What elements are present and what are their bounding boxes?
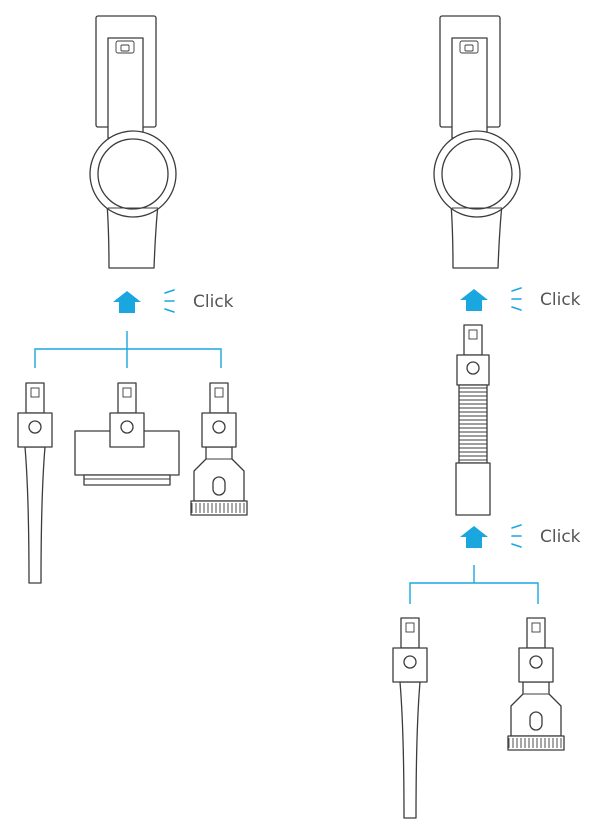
connector-bracket-left — [34, 331, 222, 368]
click-indicator-icon — [164, 289, 175, 313]
click-label-right-top: Click — [540, 290, 581, 310]
vacuum-body-left — [89, 15, 177, 269]
click-indicator-icon — [511, 524, 522, 548]
crevice-tool-left — [18, 383, 52, 583]
click-label-left: Click — [193, 292, 234, 312]
click-label-right-bottom: Click — [540, 527, 581, 547]
brush-tool-right — [508, 618, 564, 750]
up-arrow-icon — [113, 291, 141, 313]
extension-hose — [455, 324, 491, 516]
connector-bracket-right — [409, 565, 539, 604]
click-indicator-icon — [511, 287, 522, 311]
vacuum-body-right — [433, 15, 521, 269]
brush-tool-left — [191, 383, 247, 515]
wide-nozzle-tool — [74, 382, 180, 486]
crevice-tool-right — [393, 618, 427, 818]
up-arrow-icon — [460, 289, 488, 311]
up-arrow-icon — [460, 526, 488, 548]
